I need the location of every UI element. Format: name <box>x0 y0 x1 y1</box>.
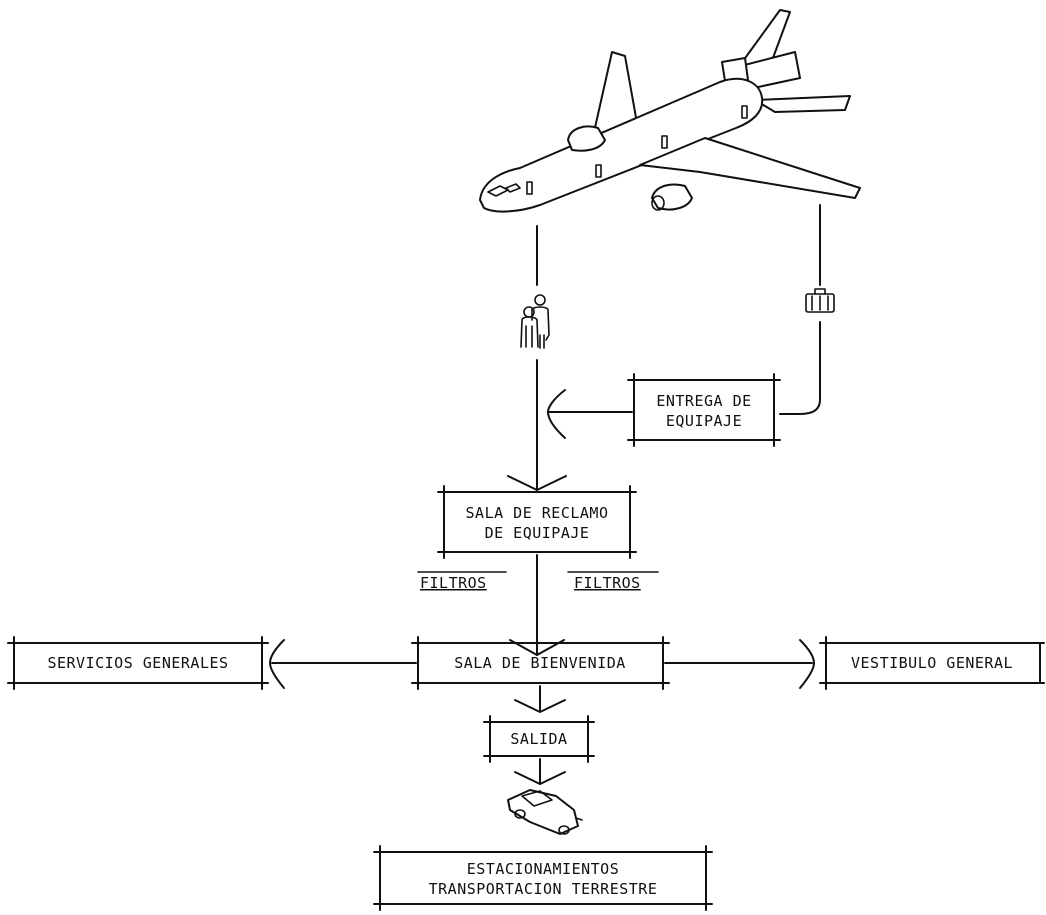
entrega-label-1: ENTREGA DE <box>656 392 751 410</box>
entrega-label-2: EQUIPAJE <box>666 412 742 430</box>
luggage-icon <box>806 289 834 312</box>
vestibulo-box: VESTIBULO GENERAL <box>820 637 1044 689</box>
arrow-from-entrega <box>548 390 565 438</box>
luggage-flow-line <box>780 322 820 414</box>
servicios-box: SERVICIOS GENERALES <box>8 637 268 689</box>
estacionamientos-box: ESTACIONAMIENTOS TRANSPORTACION TERRESTR… <box>374 846 712 910</box>
vestibulo-label: VESTIBULO GENERAL <box>851 654 1013 672</box>
estacionamientos-label-2: TRANSPORTACION TERRESTRE <box>429 880 658 898</box>
reclamo-label-2: DE EQUIPAJE <box>485 524 590 542</box>
reclamo-box: SALA DE RECLAMO DE EQUIPAJE <box>438 486 636 558</box>
entrega-box: ENTREGA DE EQUIPAJE <box>628 374 780 446</box>
filtros-left-label: FILTROS <box>420 574 487 592</box>
car-icon <box>508 790 582 834</box>
salida-box: SALIDA <box>484 716 594 762</box>
bienvenida-label: SALA DE BIENVENIDA <box>454 654 626 672</box>
servicios-label: SERVICIOS GENERALES <box>47 654 228 672</box>
airplane-icon <box>480 10 860 212</box>
passengers-icon <box>521 295 549 348</box>
estacionamientos-label-1: ESTACIONAMIENTOS <box>467 860 620 878</box>
filtros-right-label: FILTROS <box>574 574 641 592</box>
reclamo-label-1: SALA DE RECLAMO <box>466 504 609 522</box>
salida-label: SALIDA <box>510 730 567 748</box>
bienvenida-box: SALA DE BIENVENIDA <box>412 637 669 689</box>
